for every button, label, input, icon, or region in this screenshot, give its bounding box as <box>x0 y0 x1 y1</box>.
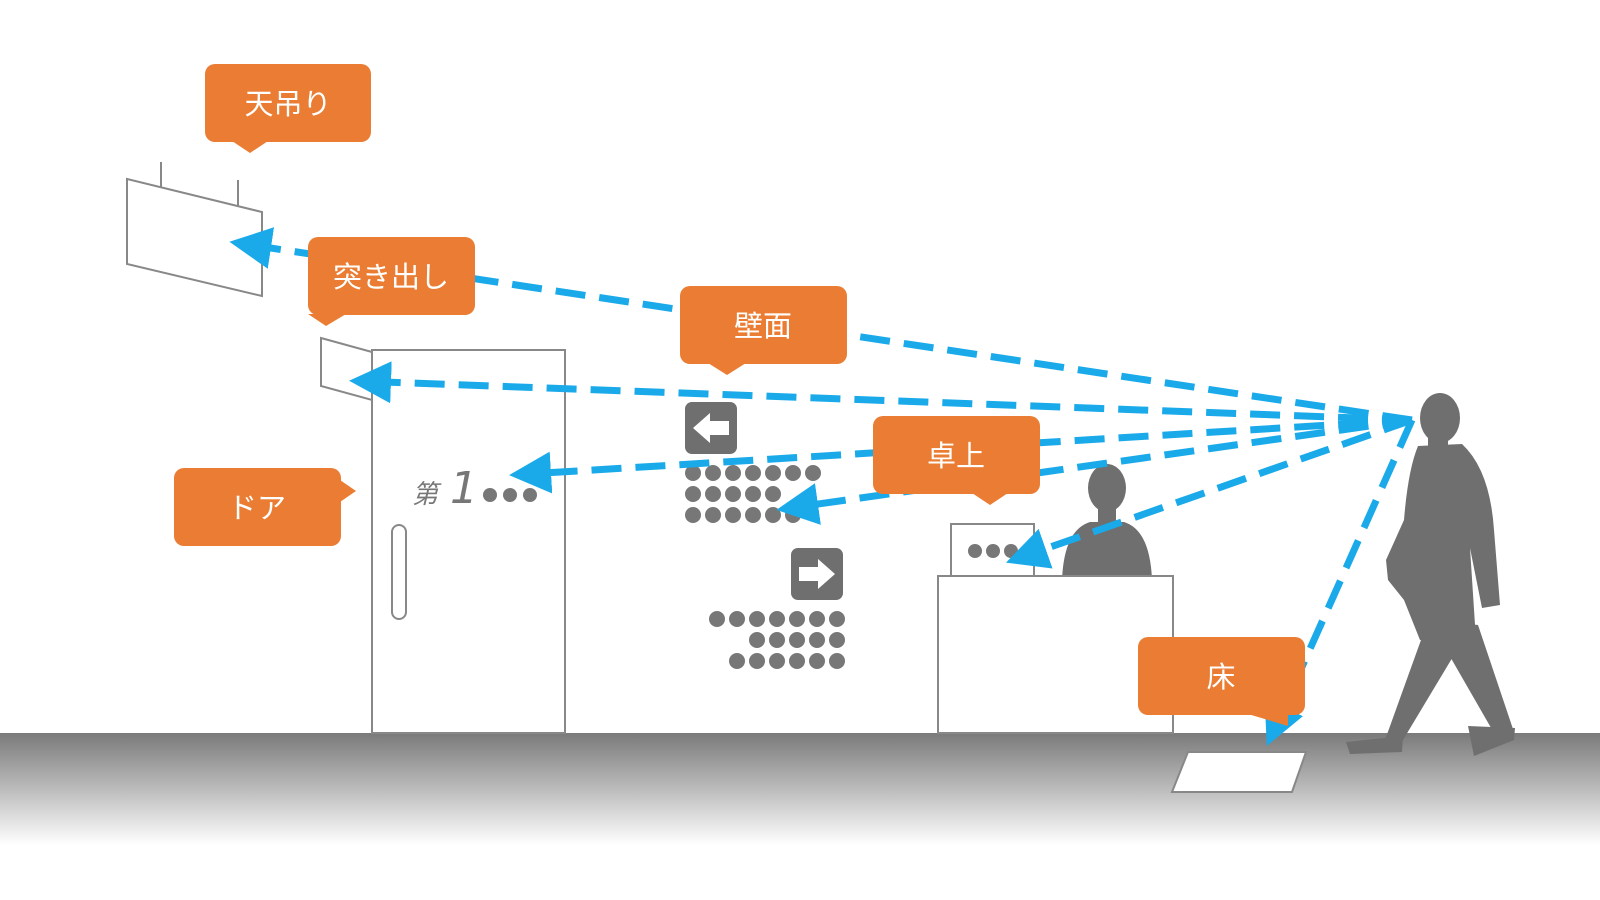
sightline-desk <box>1005 416 1414 569</box>
room-sign-prefix: 第 <box>412 480 442 510</box>
receptionist-silhouette <box>1062 464 1152 580</box>
label-door-text: ドア <box>228 491 286 525</box>
label-projecting: 突き出し <box>308 237 475 326</box>
sign-text-dot <box>789 653 805 669</box>
sign-text-dot <box>765 507 781 523</box>
sign-text-dot <box>749 611 765 627</box>
wall-sign-left-text-dots <box>685 465 821 523</box>
wall-sign-right-text-dots <box>709 611 845 669</box>
sign-text-dot <box>765 486 781 502</box>
sign-text-dot <box>685 507 701 523</box>
left-arrow-glyph <box>693 413 729 443</box>
sign-text-dot <box>709 611 725 627</box>
sign-text-dot <box>705 465 721 481</box>
sign-text-dot <box>789 611 805 627</box>
label-ceiling: 天吊り <box>205 64 371 153</box>
room-sign-dot <box>503 488 517 502</box>
sign-text-dot <box>749 632 765 648</box>
sign-text-dot <box>765 465 781 481</box>
sign-text-dot <box>745 465 761 481</box>
floor-sign <box>1170 751 1308 793</box>
label-desk: 卓上 <box>873 416 1040 505</box>
sign-text-dot <box>789 632 805 648</box>
sign-text-dot <box>729 653 745 669</box>
sightline-door <box>509 416 1413 494</box>
room-number-sign: 第 1 <box>412 463 537 514</box>
label-door: ドア <box>174 468 356 546</box>
desk-sign <box>950 523 1035 577</box>
right-arrow-glyph <box>799 559 835 589</box>
label-wall-text: 壁面 <box>734 309 792 343</box>
sign-text-dot <box>829 632 845 648</box>
room-sign-dot <box>523 488 537 502</box>
sign-text-dot <box>745 507 761 523</box>
pedestrian-silhouette <box>1346 393 1515 756</box>
label-wall: 壁面 <box>680 286 847 375</box>
sign-text-dot <box>809 653 825 669</box>
sign-text-dot <box>725 486 741 502</box>
sign-text-dot <box>685 465 701 481</box>
sign-text-dot <box>745 486 761 502</box>
sign-text-dot <box>785 465 801 481</box>
sign-text-dot <box>809 632 825 648</box>
sign-text-dot <box>769 632 785 648</box>
label-projecting-text: 突き出し <box>333 260 449 294</box>
sign-text-dot <box>725 465 741 481</box>
room-sign-number: 1 <box>450 463 478 514</box>
door <box>371 349 566 734</box>
door-handle <box>391 524 407 620</box>
room-sign-dot <box>483 488 497 502</box>
ceiling-hanging-sign <box>126 162 263 298</box>
sign-text-dot <box>729 611 745 627</box>
label-ceiling-text: 天吊り <box>244 87 331 121</box>
sign-text-dot <box>685 486 701 502</box>
wall-sign-right <box>709 548 845 669</box>
sign-text-dot <box>805 465 821 481</box>
sign-text-dot <box>785 507 801 523</box>
sign-text-dot <box>705 507 721 523</box>
sign-text-dot <box>705 486 721 502</box>
label-desk-text: 卓上 <box>927 439 985 473</box>
projecting-sign <box>320 336 373 402</box>
label-floor-text: 床 <box>1206 660 1235 694</box>
desk-sign-dot <box>968 544 982 558</box>
label-floor: 床 <box>1138 637 1305 726</box>
desk-sign-dot <box>1004 544 1018 558</box>
reception-counter <box>937 575 1174 734</box>
desk-sign-dot <box>986 544 1000 558</box>
sign-text-dot <box>829 611 845 627</box>
sightline-projecting <box>349 361 1413 424</box>
floor-band <box>0 733 1600 845</box>
sign-text-dot <box>809 611 825 627</box>
sign-text-dot <box>769 653 785 669</box>
sign-text-dot <box>725 507 741 523</box>
sign-text-dot <box>749 653 765 669</box>
sign-text-dot <box>769 611 785 627</box>
sign-text-dot <box>829 653 845 669</box>
